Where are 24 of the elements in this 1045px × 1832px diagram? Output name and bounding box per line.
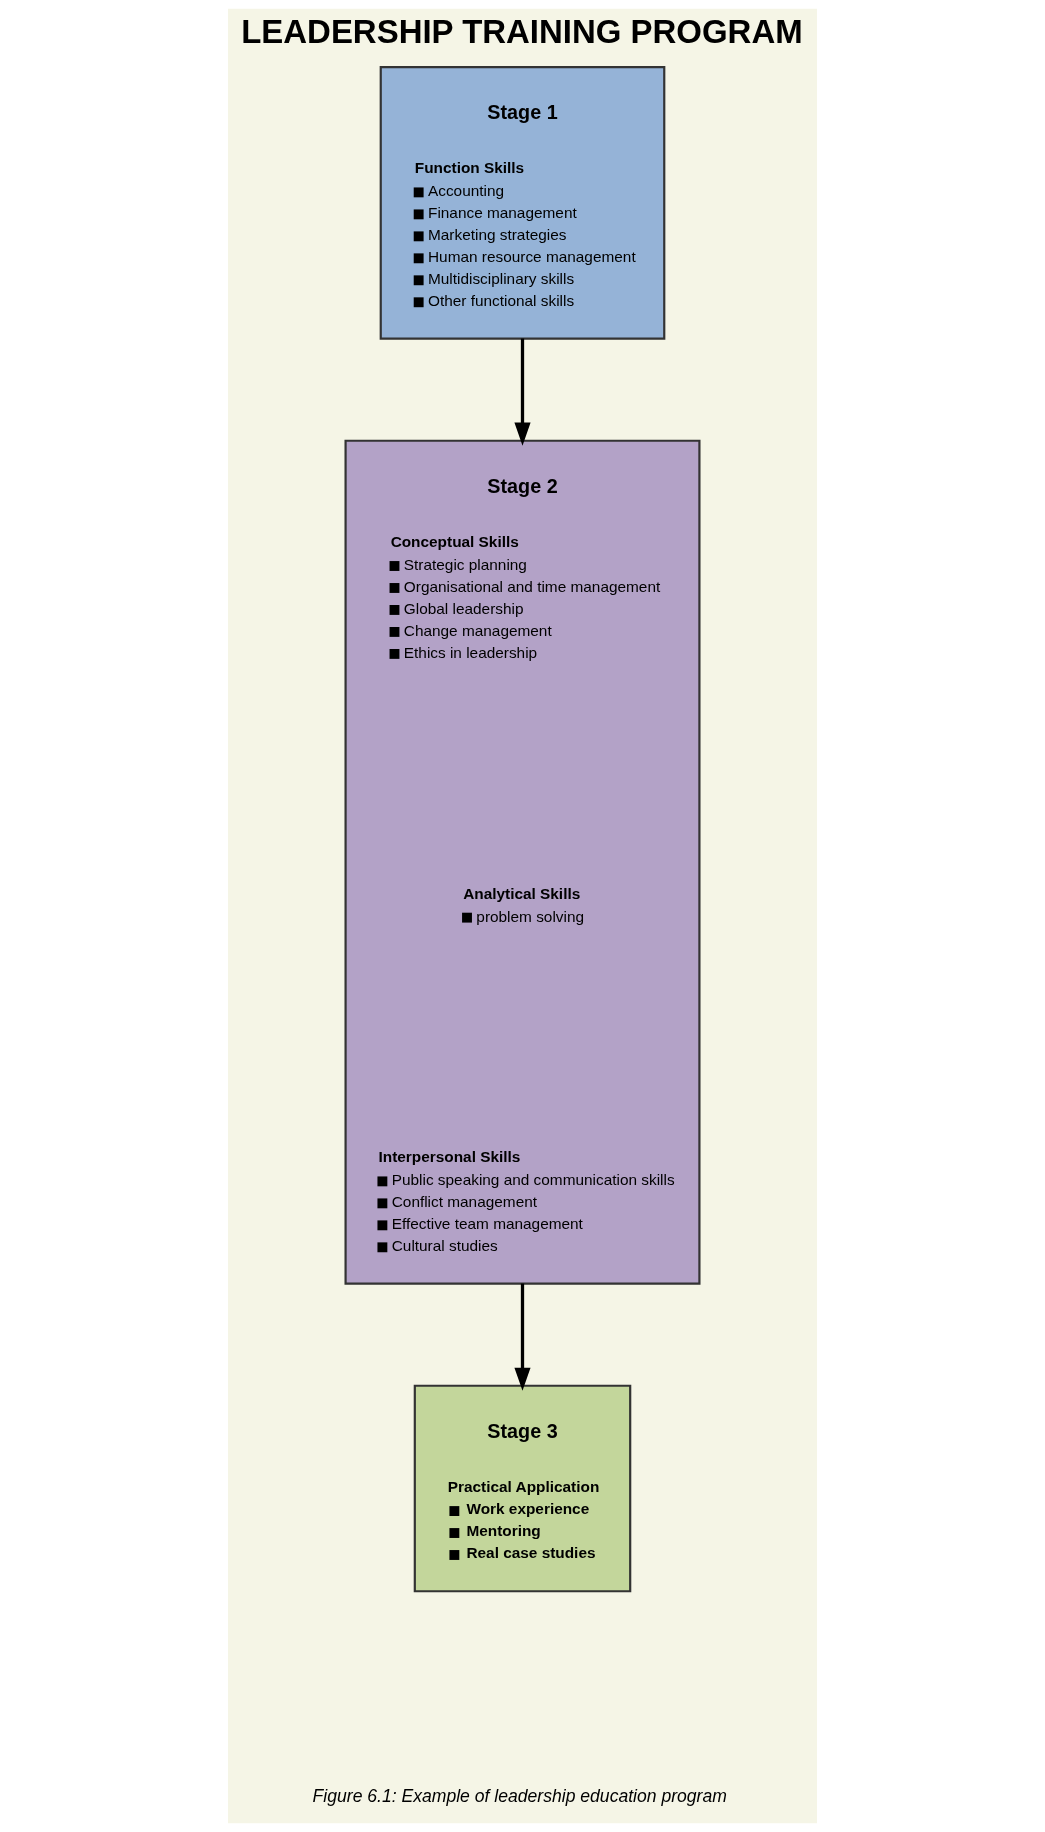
node-label: Conflict management bbox=[391, 1193, 538, 1211]
node-box bbox=[462, 912, 472, 923]
node-label: Analytical Skills bbox=[463, 884, 581, 902]
caption: Figure 6.1: Example of leadership education program bbox=[312, 1786, 727, 1807]
node-label: Practical Application bbox=[447, 1478, 600, 1496]
arrow bbox=[514, 338, 531, 446]
node-label: Accounting bbox=[428, 182, 505, 200]
arrow bbox=[514, 1283, 531, 1391]
node-label: Interpersonal Skills bbox=[378, 1148, 521, 1166]
node-label: Effective team management bbox=[391, 1215, 583, 1233]
node-label: Multidisciplinary skills bbox=[428, 270, 575, 288]
node-label: Real case studies bbox=[466, 1543, 596, 1561]
node-label: Mentoring bbox=[466, 1521, 541, 1539]
node-label: Other functional skills bbox=[428, 292, 575, 310]
node-label: Finance management bbox=[428, 204, 577, 222]
node-label: Human resource management bbox=[428, 248, 636, 266]
node-label: Work experience bbox=[466, 1500, 590, 1518]
node-label: Public speaking and communication skills bbox=[391, 1171, 675, 1189]
node-text: Conceptual Skills Strategic planning Organisational and time management Global leadership Change management Ethics in leadership bbox=[390, 533, 661, 661]
node-label: Marketing strategies bbox=[428, 226, 567, 244]
node-label: Cultural studies bbox=[391, 1237, 498, 1255]
node-label: Function Skills bbox=[414, 159, 525, 177]
diagram-title: LEADERSHIP TRAINING PROGRAM bbox=[241, 12, 803, 50]
node-label: problem solving bbox=[476, 907, 585, 925]
